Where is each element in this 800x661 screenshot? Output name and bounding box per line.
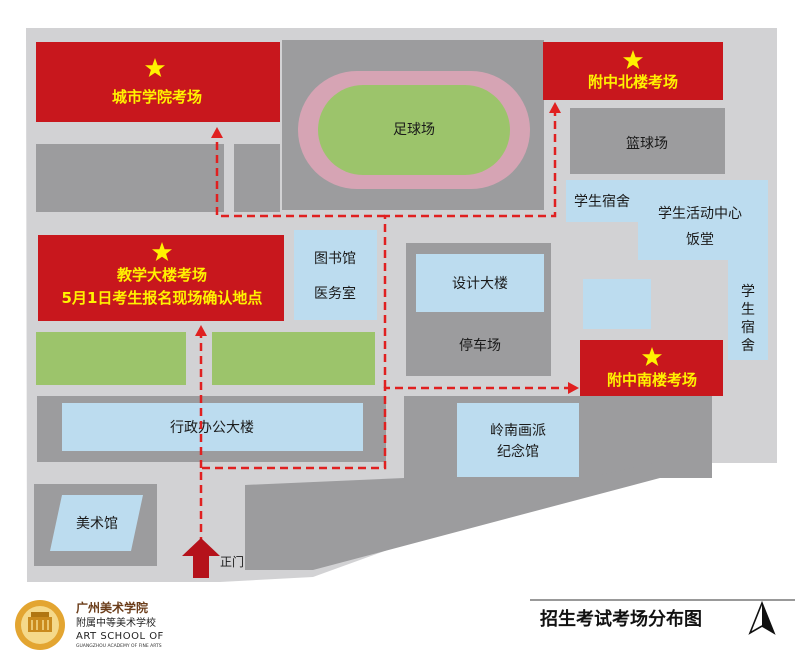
logo-school-sub-cn: 附属中等美术学校 — [76, 616, 156, 629]
art-gallery-building — [50, 495, 143, 551]
route-arrowhead — [549, 102, 561, 113]
logo-school-sub-en: GUANGZHOU ACADEMY OF FINE ARTS — [76, 643, 162, 649]
canteen-label: 饭堂 — [686, 232, 714, 248]
dormitory-2-label: 生 — [741, 302, 755, 318]
star-icon — [152, 242, 172, 261]
logo-school-name-en: ART SCHOOL OF — [76, 631, 164, 642]
entrance-arrow-icon — [182, 538, 220, 578]
dormitory-2-label: 舍 — [741, 338, 755, 354]
dormitory-2-label: 学 — [741, 284, 755, 300]
design-building-label: 设计大楼 — [452, 276, 508, 292]
star-icon — [623, 50, 643, 69]
dormitory-building — [566, 180, 638, 222]
map-title: 招生考试考场分布图 — [540, 608, 702, 630]
admin-building-label: 行政办公大楼 — [170, 420, 254, 436]
clinic-label: 医务室 — [314, 285, 356, 302]
exam-hall-teaching-building-note: 5月1日考生报名现场确认地点 — [62, 289, 263, 307]
exam-hall-north-building-label: 附中北楼考场 — [588, 73, 678, 91]
design-building — [416, 254, 544, 312]
exam-hall-city-college-label: 城市学院考场 — [112, 88, 202, 106]
lingnan-memorial-building — [457, 403, 579, 477]
admin-building — [62, 403, 363, 451]
star-icon — [642, 347, 662, 366]
building-block — [570, 108, 725, 174]
basketball-court-label: 篮球场 — [626, 136, 668, 152]
parking-label: 停车场 — [459, 337, 501, 354]
route-arrowhead — [195, 325, 207, 336]
logo-school-name-cn: 广州美术学院 — [76, 600, 148, 615]
activity-center-building — [638, 180, 768, 360]
library-label: 图书馆 — [314, 251, 356, 267]
football-field — [318, 85, 510, 175]
dormitory-2-label: 宿 — [741, 319, 755, 336]
lawn — [36, 332, 186, 385]
lingnan-memorial-label: 岭南画派 — [490, 423, 546, 439]
activity-center-label: 学生活动中心 — [658, 206, 742, 222]
lingnan-memorial-label: 纪念馆 — [497, 443, 539, 460]
football-field-label: 足球场 — [393, 122, 435, 138]
star-icon — [145, 58, 165, 77]
small-facility — [583, 279, 651, 329]
exam-hall-city-college — [36, 42, 280, 122]
dormitory-label: 学生宿舍 — [574, 193, 630, 210]
route-arrowhead — [211, 127, 223, 138]
exam-hall-south-building-label: 附中南楼考场 — [607, 371, 697, 389]
building-block — [245, 455, 690, 570]
school-logo — [15, 600, 65, 650]
building-block — [234, 144, 280, 212]
exam-hall-teaching-building-label: 教学大楼考场 — [116, 266, 207, 284]
route-path — [199, 112, 570, 545]
art-gallery-label: 美术馆 — [76, 516, 118, 532]
main-gate-label: 正门 — [220, 554, 244, 569]
lawn — [212, 332, 375, 385]
north-arrow-icon — [748, 600, 776, 635]
library-building — [294, 230, 377, 320]
building-block — [36, 144, 224, 212]
route-arrowhead — [568, 382, 579, 394]
